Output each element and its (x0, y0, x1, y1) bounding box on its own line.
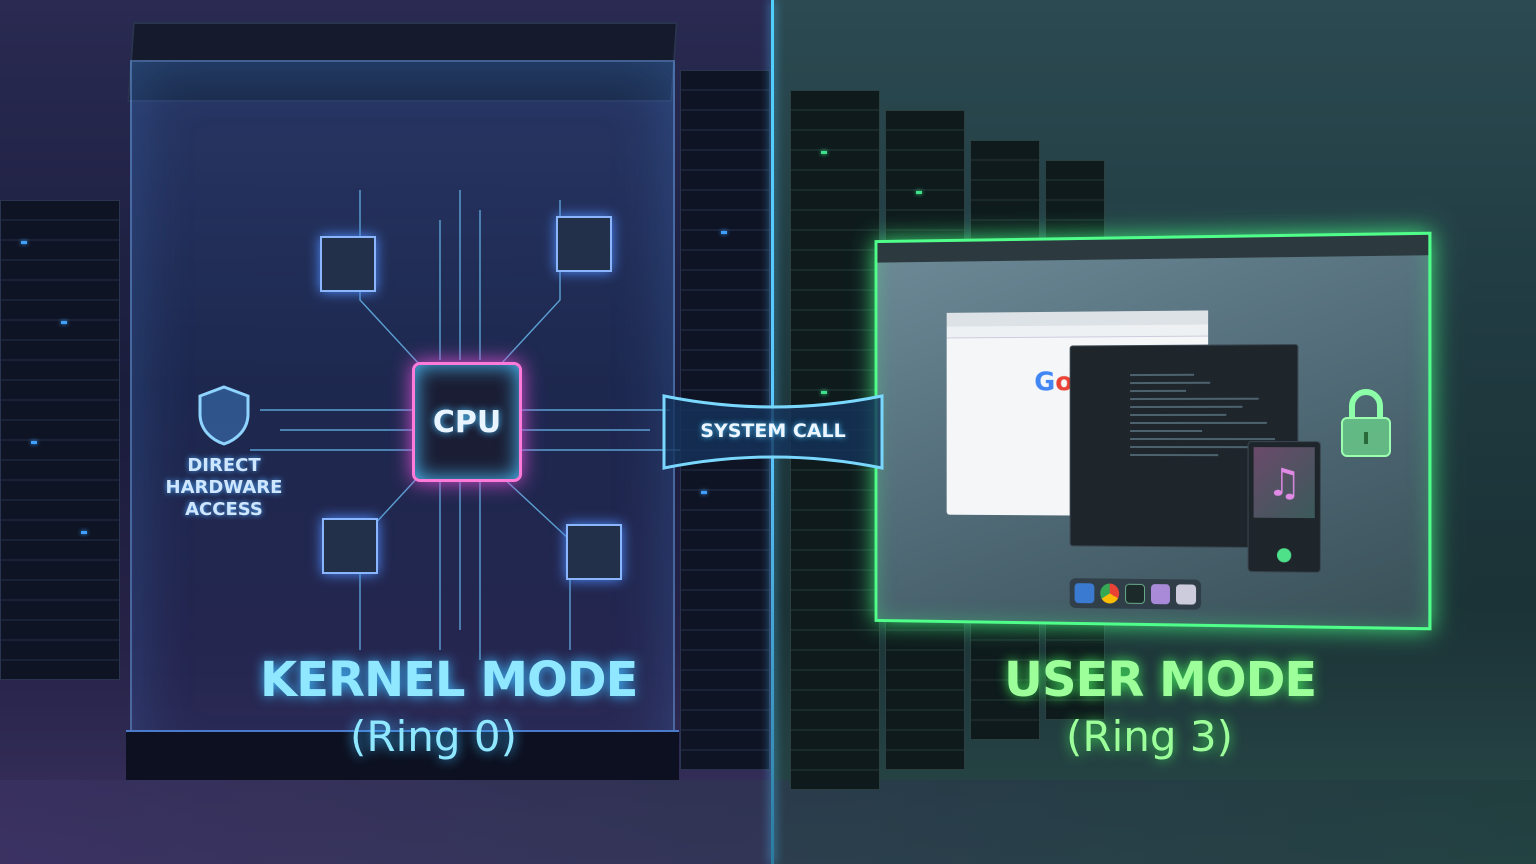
label-line: ACCESS (185, 499, 263, 520)
gallery-icon[interactable] (1150, 584, 1171, 605)
music-player-window: ♫ (1247, 441, 1321, 573)
music-note-icon: ♫ (1253, 447, 1315, 519)
server-rack (0, 200, 120, 680)
kernel-side-background (0, 0, 773, 864)
user-mode-title: USER MODE (1004, 652, 1317, 708)
chip (566, 524, 622, 580)
terminal-icon[interactable] (1125, 583, 1145, 604)
glass-case-base (126, 730, 679, 780)
direct-hardware-access-label: DIRECT HARDWARE ACCESS (150, 455, 298, 521)
trash-icon[interactable] (1176, 584, 1197, 605)
kernel-mode-subtitle: (Ring 0) (350, 712, 517, 761)
system-call-bridge (662, 394, 884, 470)
glass-case (130, 60, 675, 780)
finder-icon[interactable] (1074, 583, 1094, 604)
kernel-mode-title: KERNEL MODE (260, 652, 638, 708)
desktop-top-bar (877, 234, 1429, 263)
floor (0, 780, 1536, 864)
chip (556, 216, 612, 272)
browser-address-bar (946, 324, 1209, 339)
play-button[interactable] (1276, 548, 1292, 563)
lock-icon (1341, 389, 1391, 457)
chip (320, 236, 376, 292)
label-line: DIRECT (187, 455, 261, 476)
label-line: HARDWARE (165, 477, 283, 498)
chip (322, 518, 378, 574)
dock (1069, 578, 1202, 610)
chrome-icon[interactable] (1099, 583, 1120, 604)
cpu-label: CPU (432, 405, 502, 440)
user-mode-subtitle: (Ring 3) (1066, 712, 1233, 761)
cpu-icon: CPU (412, 362, 522, 482)
shield-icon (198, 385, 250, 446)
